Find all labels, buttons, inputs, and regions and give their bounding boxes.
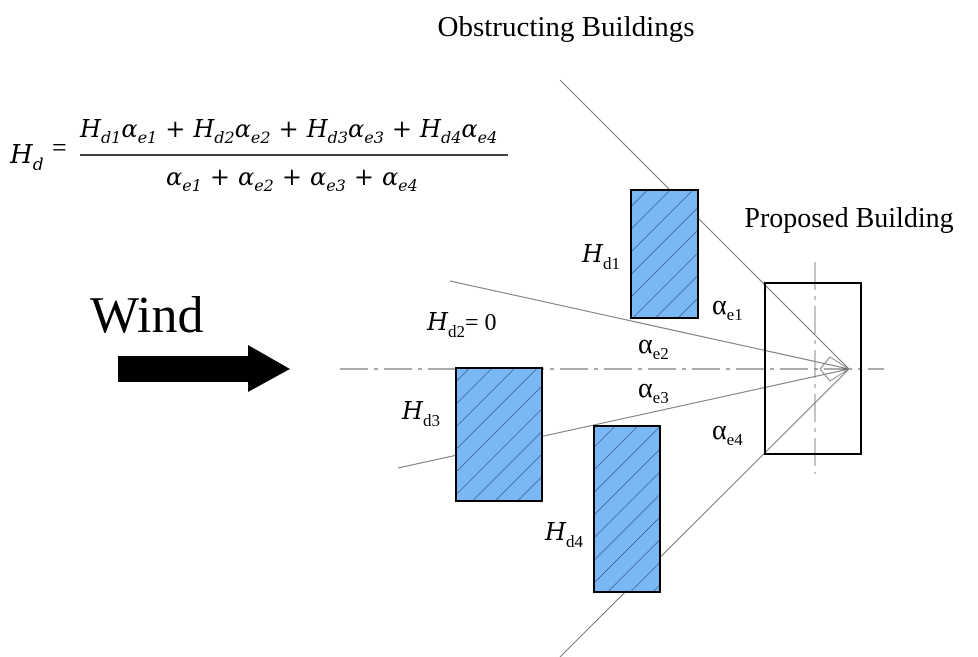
sight-line-lower-outer xyxy=(559,368,850,657)
formula-denominator: αe1+αe2+αe3+αe4 xyxy=(166,163,418,195)
label-hd4: Hd4 xyxy=(544,518,583,551)
proposed-building-label: Proposed Building xyxy=(744,203,953,234)
label-ae4: αe4 xyxy=(712,415,743,449)
label-hd2: Hd2= 0 xyxy=(426,308,496,341)
angle-marker-bottom xyxy=(829,368,850,382)
label-ae3: αe3 xyxy=(638,373,669,407)
label-hd3: Hd3 xyxy=(401,397,440,430)
formula-equals: = xyxy=(52,133,67,162)
label-hd1: Hd1 xyxy=(581,240,620,273)
wind-arrow xyxy=(118,345,290,392)
angle-marker xyxy=(819,356,831,382)
building-d4 xyxy=(593,425,661,593)
wind-label: Wind xyxy=(90,287,203,344)
angle-marker-top xyxy=(829,356,850,370)
title: Obstructing Buildings xyxy=(438,11,695,43)
building-d3 xyxy=(455,367,543,502)
sight-line-upper-inner xyxy=(449,280,850,370)
formula: Hd = Hd1αe1+Hd2αe2+Hd3αe3+Hd4αe4 αe1+αe2… xyxy=(9,115,508,195)
proposed-building xyxy=(764,282,862,455)
formula-lhs: Hd xyxy=(9,140,44,175)
formula-numerator: Hd1αe1+Hd2αe2+Hd3αe3+Hd4αe4 xyxy=(79,115,497,147)
building-d1 xyxy=(630,189,699,319)
label-ae1: αe1 xyxy=(712,290,743,324)
sight-line-upper-outer xyxy=(559,79,850,370)
label-ae2: αe2 xyxy=(638,329,669,363)
